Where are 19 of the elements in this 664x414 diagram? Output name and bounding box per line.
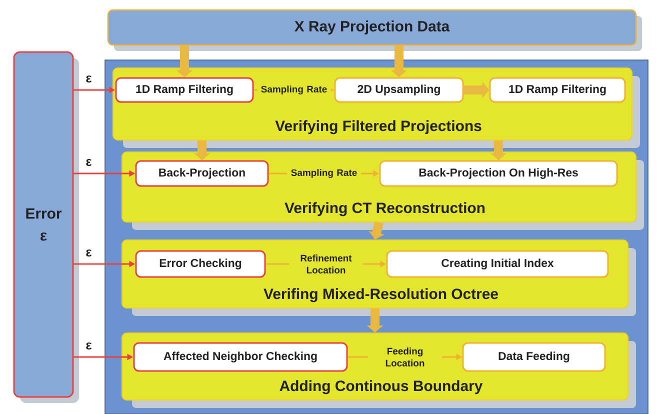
edge-label: ε xyxy=(86,249,92,257)
edge-label: ε xyxy=(86,158,92,166)
process-box: 1D Ramp Filtering xyxy=(489,77,626,103)
process-box: Affected Neighbor Checking xyxy=(133,342,348,372)
edge-label: ε xyxy=(86,75,92,83)
process-box: 2D Upsampling xyxy=(334,77,464,103)
process-box: Data Feeding xyxy=(462,342,606,372)
input-banner: X Ray Projection Data xyxy=(107,9,642,51)
edge-label: Refinement Location xyxy=(289,254,363,274)
process-box: Creating Initial Index xyxy=(386,250,609,278)
edge-label: Sampling Rate xyxy=(257,84,331,96)
edge-label: Sampling Rate xyxy=(287,168,361,179)
process-box: Back-Projection On High-Res xyxy=(379,160,618,187)
error-box: Error ε xyxy=(13,51,79,403)
process-box: Error Checking xyxy=(135,250,266,278)
process-box: 1D Ramp Filtering xyxy=(115,77,254,103)
process-box: Back-Projection xyxy=(135,160,269,187)
edge-label: ε xyxy=(86,342,92,350)
edge-label: Feeding Location xyxy=(368,346,442,368)
